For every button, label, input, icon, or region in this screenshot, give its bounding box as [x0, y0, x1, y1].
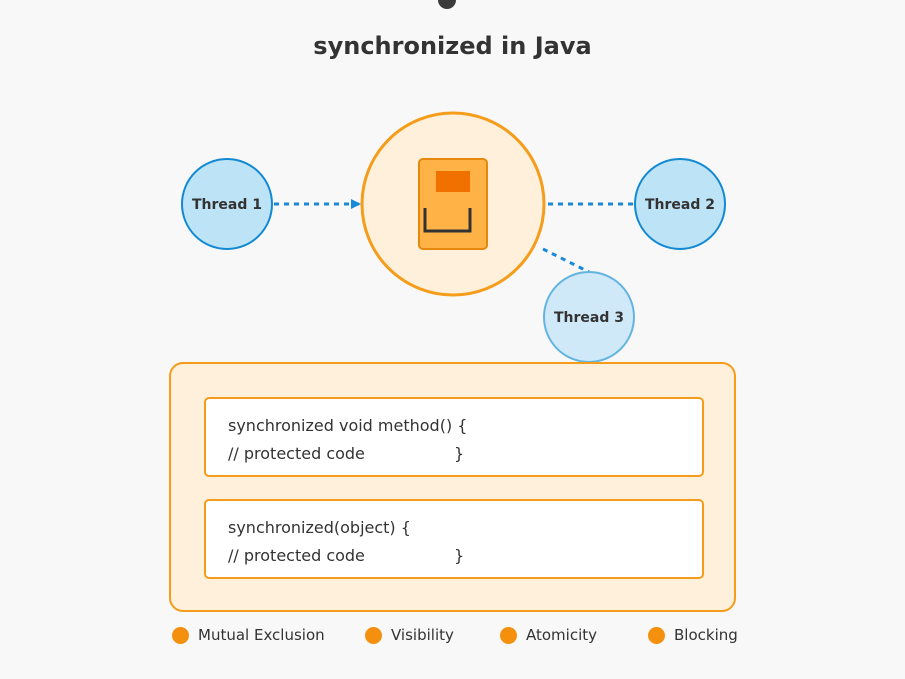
thread-node-1: Thread 1 [181, 158, 273, 250]
code-closing-brace: } [454, 546, 465, 565]
code-example-method: synchronized void method() { // protecte… [204, 397, 704, 477]
code-example-block: synchronized(object) { // protected code… [204, 499, 704, 579]
thread-3-label: Thread 3 [554, 310, 624, 326]
thread-node-3: Thread 3 [543, 271, 635, 363]
legend-label: Blocking [674, 626, 738, 644]
legend-dot-icon [365, 626, 382, 644]
legend-label: Atomicity [526, 626, 598, 644]
legend-item-atomicity: Atomicity [500, 624, 597, 646]
legend-dot-icon [648, 626, 665, 644]
code-examples-panel: synchronized void method() { // protecte… [169, 362, 736, 612]
legend-item-visibility: Visibility [365, 624, 454, 646]
legend-dot-icon [500, 626, 517, 644]
thread-node-2: Thread 2 [634, 158, 726, 250]
legend-label: Visibility [391, 626, 454, 644]
code-closing-brace: } [454, 444, 465, 463]
legend-dot-icon [172, 626, 189, 644]
page-title: synchronized in Java [313, 32, 592, 60]
legend-label: Mutual Exclusion [198, 626, 325, 644]
thread-1-label: Thread 1 [192, 197, 262, 213]
code-line: synchronized(object) { [228, 518, 411, 537]
code-line: synchronized void method() { [228, 416, 468, 435]
code-comment: // protected code [228, 444, 365, 463]
legend-item-mutual-exclusion: Mutual Exclusion [172, 624, 325, 646]
thread-2-label: Thread 2 [645, 197, 715, 213]
connector-lock-to-thread3 [542, 247, 590, 274]
legend-item-blocking: Blocking [648, 624, 738, 646]
lock-icon [418, 158, 488, 250]
top-dot [438, 0, 456, 9]
code-comment: // protected code [228, 546, 365, 565]
